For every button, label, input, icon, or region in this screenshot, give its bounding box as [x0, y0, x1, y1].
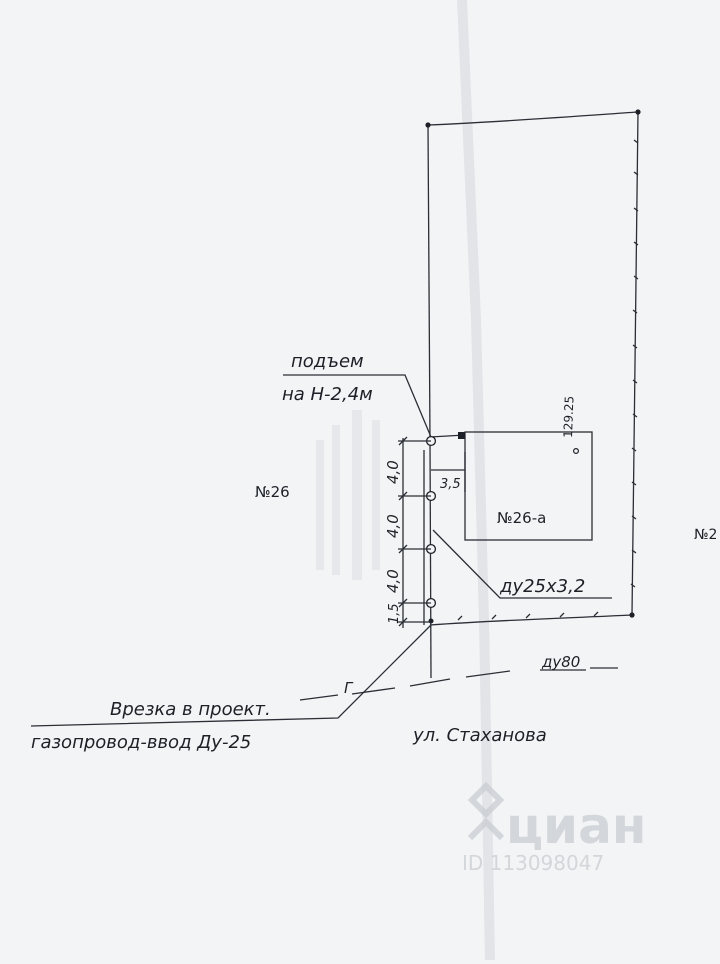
street-label: ул. Стаханова — [412, 725, 547, 746]
offset-label: 3,5 — [440, 477, 461, 492]
cian-logo-icon — [467, 781, 505, 841]
lift-label-line2: на Н-2,4м — [282, 384, 373, 405]
tie-in-leader: Врезка в проект. газопровод-ввод Ду-25 — [30, 624, 432, 753]
parcel-left-label: №26 — [255, 483, 290, 501]
dimension-label-4: 1,5 — [387, 603, 402, 624]
offset-dimension: 3,5 — [431, 452, 466, 492]
main-pipe-label: ду80 — [541, 653, 580, 671]
parcel-main-label: №26-а — [497, 509, 546, 527]
lift-label-line1: подъем — [291, 351, 364, 372]
pipe-spec-label: ду25х3,2 — [499, 576, 585, 597]
tie-in-label-line2: газопровод-ввод Ду-25 — [31, 732, 251, 753]
elevation-label: 129.25 — [561, 396, 576, 438]
parcel-boundary — [425, 109, 641, 626]
dimension-label-2: 4,0 — [384, 514, 402, 538]
elevation-point-icon — [572, 448, 579, 455]
background-watermark-logo — [316, 410, 380, 580]
pipe-spec-leader: ду25х3,2 — [432, 529, 612, 599]
dimension-label-1: 4,0 — [384, 460, 402, 484]
lift-leader: подъем на Н-2,4м — [282, 351, 432, 438]
dimension-label-3: 4,0 — [384, 569, 402, 593]
main-gas-pipe: Г ду80 — [299, 653, 618, 701]
gas-pipeline — [423, 435, 437, 679]
gas-mark-label: Г — [344, 679, 354, 697]
watermark-brand: циан — [506, 797, 646, 855]
dimension-chain: 4,0 4,0 4,0 1,5 — [384, 436, 431, 628]
cian-watermark: циан ID 113098047 — [462, 781, 646, 875]
tie-in-label-line1: Врезка в проект. — [110, 699, 271, 720]
watermark-listing-id: ID 113098047 — [462, 851, 604, 875]
parcel-right-label: №2 — [694, 527, 717, 543]
